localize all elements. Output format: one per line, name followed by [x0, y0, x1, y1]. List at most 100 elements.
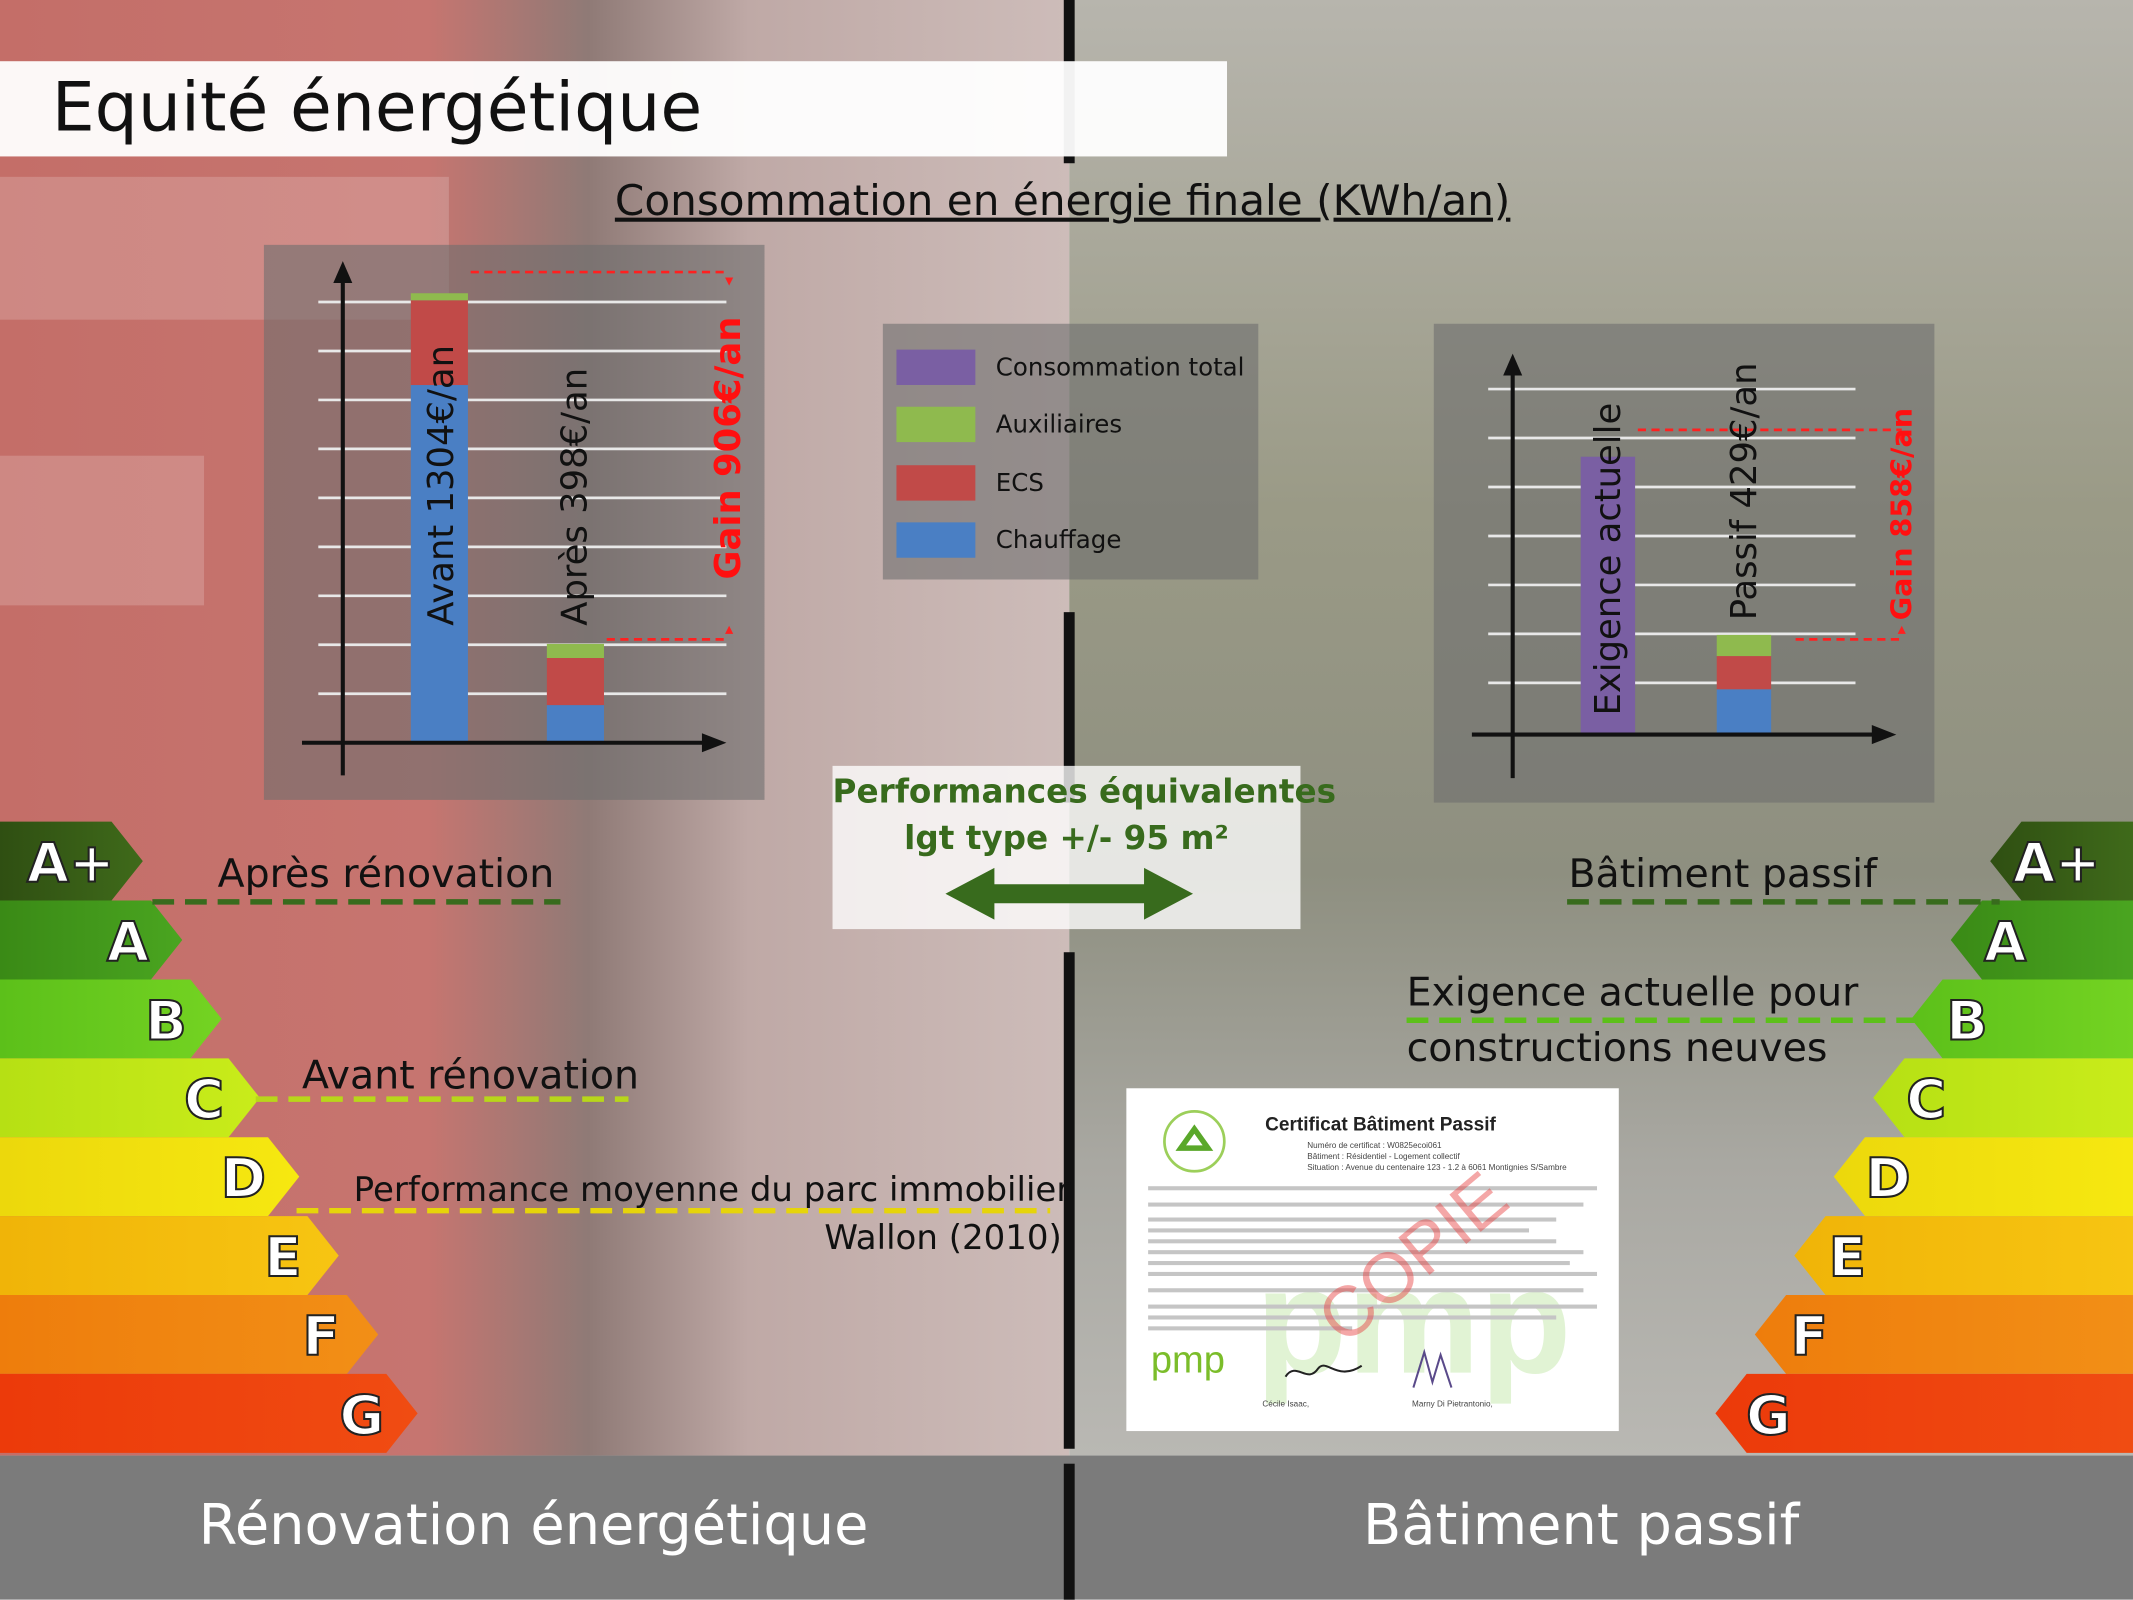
- rating-letter-a-left: A: [107, 909, 149, 973]
- rating-letter-c-right: C: [1906, 1067, 1946, 1131]
- gridlines: [1488, 387, 1856, 685]
- gain-arrow-icon: [725, 625, 734, 634]
- certificate-text-line: [1148, 1288, 1584, 1293]
- rating-band-d: [1833, 1137, 2133, 1217]
- bar-segment-consommation-total: [1580, 456, 1636, 735]
- page-title: Equité énergétique: [51, 68, 703, 147]
- gridlines: [318, 300, 727, 696]
- rating-band-g: [1715, 1373, 2133, 1453]
- rating-letter-b-right: B: [1946, 988, 1987, 1052]
- certificate-text-line: [1148, 1261, 1570, 1266]
- certificate-meta-line: Bâtiment : Résidentiel - Logement collec…: [1307, 1153, 1460, 1162]
- logo-ring: [1163, 1110, 1226, 1173]
- rating-band-a: [1950, 900, 2133, 980]
- signature-icon: [1412, 1348, 1453, 1388]
- note-batiment-passif: Bâtiment passif: [1568, 850, 1878, 897]
- bar-segment-auxiliaires: [410, 293, 468, 301]
- rating-letter-c-left: C: [184, 1067, 224, 1131]
- rating-letter-f-left: F: [302, 1304, 339, 1368]
- chart-passive: [1471, 353, 1906, 779]
- certificate-pmp-logo: pmp: [1150, 1338, 1225, 1381]
- certificate-watermark: pmp: [1255, 1237, 1572, 1406]
- y-axis-arrow-icon: [333, 261, 353, 283]
- divider-line: [1063, 952, 1075, 1449]
- y-axis-arrow-icon: [1503, 353, 1523, 376]
- rating-band-b: [1911, 979, 2133, 1059]
- certificate-text-line: [1148, 1186, 1598, 1191]
- rating-letter-b-left: B: [145, 988, 186, 1052]
- note-performance-moyenne-line2: Wallon (2010): [824, 1217, 1062, 1257]
- gain-arrow-icon: [1897, 435, 1906, 444]
- certificate-logo-icon: [1163, 1110, 1226, 1173]
- certificate-text-line: [1148, 1304, 1598, 1309]
- x-axis-arrow-icon: [1871, 725, 1897, 745]
- signature-icon: [1284, 1364, 1363, 1378]
- rating-letter-g-left: G: [340, 1383, 385, 1447]
- rating-letters: A+ A B C D E F G A+ A B C D E F G: [26, 829, 2102, 1447]
- rating-band-a-plus: [0, 821, 143, 901]
- rating-band-e: [0, 1216, 339, 1296]
- legend-swatch: [896, 349, 976, 385]
- certificate-title: Certificat Bâtiment Passif: [1265, 1112, 1496, 1135]
- title-banner: [0, 61, 1228, 157]
- signature-stroke: [1412, 1348, 1453, 1388]
- legend-label: Chauffage: [995, 526, 1122, 556]
- rating-letter-d-left: D: [221, 1146, 266, 1210]
- double-arrow-icon: [945, 867, 1194, 920]
- signature-stroke: [1284, 1364, 1363, 1378]
- chart-subtitle: Consommation en énergie finale (KWh/an): [614, 176, 1511, 226]
- note-apres-renovation: Après rénovation: [217, 850, 555, 897]
- certificate-text-line: [1148, 1250, 1584, 1255]
- legend-label: Auxiliaires: [995, 410, 1123, 440]
- certificate-text-line: [1148, 1326, 1353, 1331]
- certificate-document: pmp Certificat Bâtiment Passif Numéro de…: [1126, 1088, 1619, 1432]
- rating-band-d: [0, 1137, 300, 1217]
- certificate-meta-line: Numéro de certificat : W0825ecoi061: [1307, 1142, 1442, 1151]
- legend-label: ECS: [995, 469, 1044, 498]
- rating-letter-f-right: F: [1791, 1304, 1828, 1368]
- certificate-text-line: [1148, 1217, 1557, 1222]
- rating-letter-d-right: D: [1866, 1146, 1911, 1210]
- logo-house: [1175, 1124, 1214, 1151]
- rating-letter-e-right: E: [1829, 1225, 1866, 1289]
- bar-segment-chauffage: [410, 385, 468, 743]
- certificate-meta-line: Situation : Avenue du centenaire 123 - 1…: [1307, 1164, 1567, 1173]
- gain-indicator: [1637, 428, 1902, 641]
- rating-letter-g-right: G: [1746, 1383, 1791, 1447]
- certificate-signatory: Marny Di Pietrantonio,: [1412, 1401, 1493, 1410]
- certificate-text-line: [1148, 1202, 1584, 1207]
- certificate-text-line: [1148, 1271, 1598, 1276]
- legend: Consommation total Auxiliaires ECS Chauf…: [882, 323, 1259, 580]
- rating-band-f: [0, 1295, 379, 1374]
- gain-indicator: [470, 270, 730, 641]
- bar-segment-ecs: [1716, 656, 1772, 690]
- double-arrow-shape: [945, 867, 1194, 920]
- bar-segment-chauffage: [1716, 689, 1772, 735]
- rating-letter-a-right: A: [1984, 909, 2026, 973]
- legend-label: Consommation total: [995, 353, 1245, 383]
- rating-band-b: [0, 979, 222, 1059]
- rating-band-f: [1754, 1295, 2133, 1374]
- note-avant-renovation: Avant rénovation: [301, 1051, 640, 1098]
- legend-swatch: [896, 465, 976, 501]
- bar-segment-auxiliaires: [546, 643, 604, 659]
- rating-band-a: [0, 900, 183, 980]
- chart-renovation: [301, 261, 734, 776]
- rating-band-c: [0, 1058, 260, 1138]
- rating-band-c: [1873, 1058, 2133, 1138]
- legend-swatch: [896, 406, 976, 443]
- rating-band-a-plus: [1990, 821, 2133, 901]
- legend-swatch: [896, 522, 976, 558]
- note-performance-moyenne-line1: Performance moyenne du parc immobilier: [353, 1169, 1071, 1210]
- chart-panel-passive: [1433, 323, 1935, 803]
- certificate-signatory: Cécile Isaac,: [1262, 1401, 1310, 1410]
- performance-subtitle: lgt type +/- 95 m²: [904, 818, 1229, 858]
- certificate-text-line: [1148, 1228, 1530, 1233]
- performance-title: Performances équivalentes: [832, 772, 1337, 811]
- rating-letter-e-left: E: [264, 1225, 301, 1289]
- gain-arrow-icon: [1897, 625, 1906, 634]
- certificate-text-line: [1148, 1239, 1557, 1244]
- rating-letter-a-plus-right: A+: [2013, 830, 2101, 894]
- rating-band-e: [1794, 1216, 2133, 1296]
